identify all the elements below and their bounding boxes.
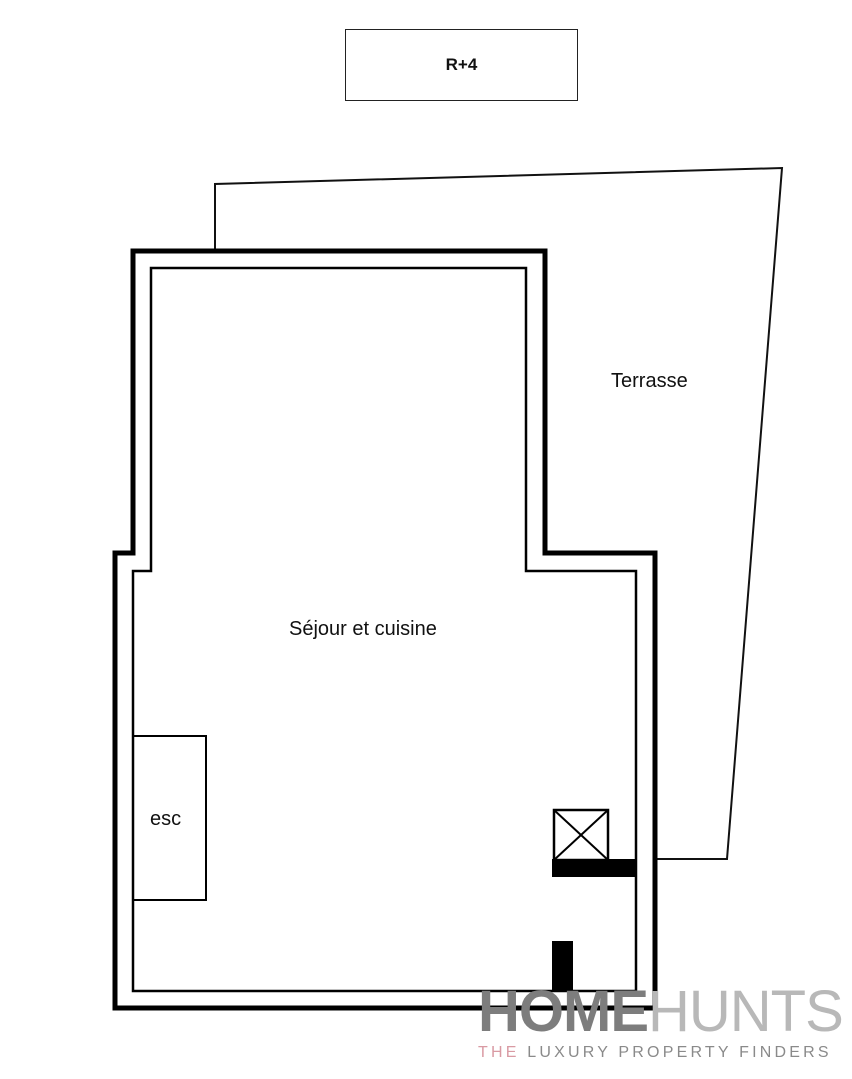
logo-hunts: HUNTS xyxy=(648,979,844,1044)
logo-home: HOME xyxy=(478,979,649,1044)
logo-wordmark: HOMEHUNTS xyxy=(478,982,850,1042)
room-label-stairs: esc xyxy=(150,808,182,830)
partition-wall xyxy=(552,941,573,991)
room-label-living-kitchen: Séjour et cuisine xyxy=(289,618,437,640)
floor-level-label: R+4 xyxy=(345,29,578,101)
outer-wall xyxy=(112,248,658,1011)
logo-tagline-accent: THE xyxy=(478,1044,520,1061)
logo-tagline-rest: LUXURY PROPERTY FINDERS xyxy=(519,1044,832,1061)
logo-tagline: THE LUXURY PROPERTY FINDERS xyxy=(478,1044,850,1062)
inner-wall xyxy=(131,266,638,993)
room-label-terrace: Terrasse xyxy=(611,370,688,392)
shaft-icon xyxy=(552,808,610,862)
partition-wall xyxy=(552,859,636,877)
floor-level-text: R+4 xyxy=(445,55,478,74)
staircase xyxy=(132,735,207,901)
terrace-outline xyxy=(214,166,784,860)
watermark-logo: HOMEHUNTS THE LUXURY PROPERTY FINDERS xyxy=(478,982,850,1062)
